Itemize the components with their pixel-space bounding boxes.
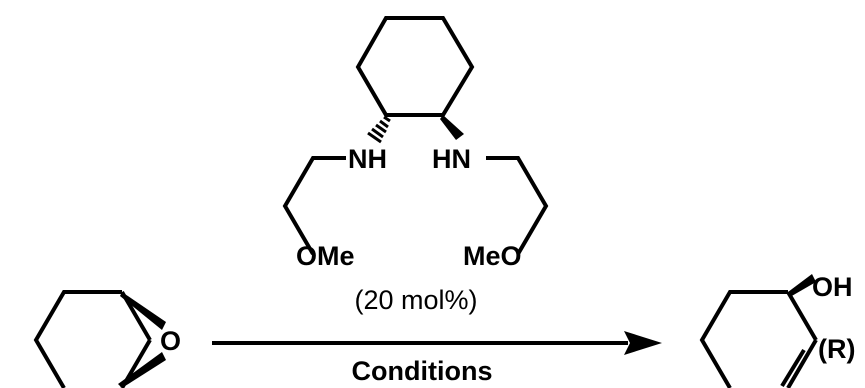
conditions-label: Conditions: [352, 356, 493, 386]
catalyst-cyclohexane-ring: [355, 16, 475, 117]
epoxide-oxygen-label: O: [160, 326, 181, 356]
epoxide-wedge-lower: [118, 352, 166, 388]
right-ethyl-chain: [486, 156, 549, 256]
methoxy-right-label: MeO: [463, 241, 522, 271]
methoxy-left-label: OMe: [296, 241, 355, 271]
hashed-wedge-bond: [367, 115, 391, 144]
amine-right-label: HN: [432, 144, 471, 174]
catalyst-loading-label: (20 mol%): [354, 285, 477, 315]
arrow-head: [624, 331, 662, 355]
catalyst-structure: NH HN OMe MeO (20 mol%): [282, 16, 549, 315]
configuration-label: (R): [818, 334, 855, 364]
hydroxyl-wedge-bond: [788, 274, 816, 297]
hydroxyl-label: OH: [812, 272, 853, 302]
product-double-bond: [780, 348, 806, 388]
product-ring-bond-right: [786, 290, 818, 342]
epoxide-wedge-upper: [120, 292, 166, 330]
product-ring-bonds: [699, 290, 788, 388]
product-structure: OH (R): [699, 272, 855, 388]
left-ethyl-chain: [282, 156, 346, 256]
product-ring-bond-lower: [786, 338, 818, 388]
epoxide-ring-bond: [120, 290, 152, 342]
reaction-arrow: [212, 331, 662, 355]
solid-wedge-bond: [440, 115, 464, 140]
amine-left-label: NH: [348, 144, 387, 174]
reactant-ring-bonds: [33, 290, 122, 388]
reactant-structure: O: [33, 290, 181, 388]
